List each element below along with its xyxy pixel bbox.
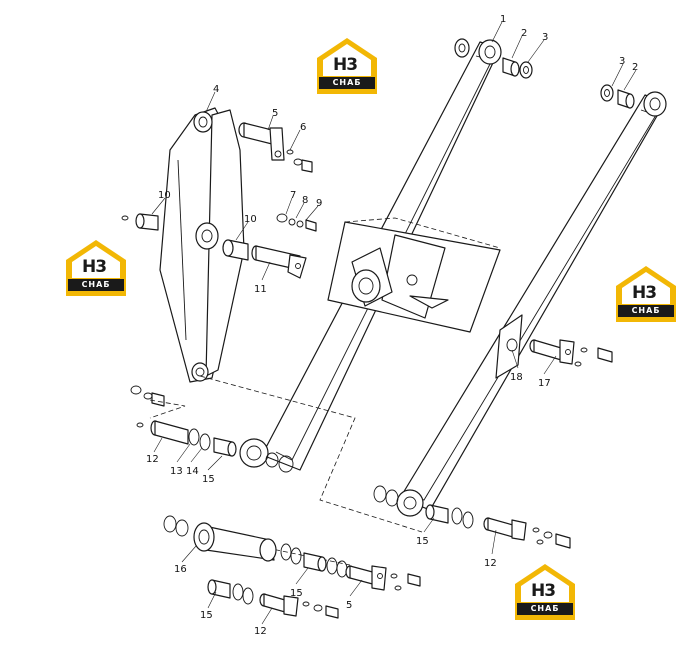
callout-8: 8 <box>302 195 308 206</box>
logo-sub: СНАБ <box>631 306 661 315</box>
watermark-logo-right: H3 СНАБ <box>614 264 678 324</box>
callout-7: 7 <box>290 190 296 201</box>
link-16 <box>163 515 277 562</box>
pin-11 <box>251 245 307 279</box>
callout-10-left: 10 <box>158 190 171 201</box>
callout-12-right: 12 <box>484 558 497 569</box>
callout-12-bottom: 12 <box>254 626 267 637</box>
callout-11: 11 <box>254 284 267 295</box>
callout-6: 6 <box>300 122 306 133</box>
watermark-logo-bottom: H3 СНАБ <box>513 562 577 622</box>
watermark-logo-left: H3 СНАБ <box>64 238 128 298</box>
callout-15-bottom: 15 <box>200 610 213 621</box>
callout-16: 16 <box>174 564 187 575</box>
bell-crank-lever <box>159 107 245 383</box>
logo-mark: H3 <box>81 257 107 277</box>
pin-stack-lower-left <box>130 385 294 473</box>
logo-sub: СНАБ <box>332 78 362 87</box>
callout-15-left: 15 <box>202 474 215 485</box>
logo-mark: H3 <box>530 581 556 601</box>
leader-lines <box>151 21 637 625</box>
pin-assembly-upper <box>238 122 313 173</box>
pin-stack-lower-center <box>280 543 421 591</box>
bushing-10-left <box>121 213 159 231</box>
callout-1: 1 <box>500 14 506 25</box>
washer-bolt-set <box>276 213 317 232</box>
callout-3: 3 <box>542 32 548 43</box>
logo-sub: СНАБ <box>81 280 111 289</box>
logo-sub: СНАБ <box>530 604 560 613</box>
pin-stack-lower-bottom <box>207 579 339 619</box>
callout-4: 4 <box>213 84 219 95</box>
bushing-10-right <box>222 239 249 261</box>
callout-9: 9 <box>316 198 322 209</box>
callout-10-right: 10 <box>244 214 257 225</box>
pin-stack-lower-right <box>373 485 571 549</box>
cross-tube <box>327 217 501 333</box>
callout-18: 18 <box>510 372 523 383</box>
watermark-logo-top: H3 СНАБ <box>315 36 379 96</box>
callout-15-center: 15 <box>290 588 303 599</box>
bushing-top-left <box>454 38 533 79</box>
logo-mark: H3 <box>631 283 657 303</box>
callout-14: 14 <box>186 466 199 477</box>
bracket-right <box>495 314 523 379</box>
callout-13: 13 <box>170 466 183 477</box>
callout-5-upper: 5 <box>272 108 278 119</box>
callout-15-right: 15 <box>416 536 429 547</box>
callout-2: 2 <box>521 28 527 39</box>
callout-numbers: 1 2 3 3 2 4 5 6 7 8 9 10 10 11 12 13 14 … <box>146 14 638 637</box>
callout-3-right: 3 <box>619 56 625 67</box>
pin-17 <box>529 339 613 367</box>
bushing-top-right <box>600 84 635 109</box>
logo-mark: H3 <box>332 55 358 75</box>
callout-5-lower: 5 <box>346 600 352 611</box>
callout-2-right: 2 <box>632 62 638 73</box>
callout-12-left: 12 <box>146 454 159 465</box>
callout-17: 17 <box>538 378 551 389</box>
